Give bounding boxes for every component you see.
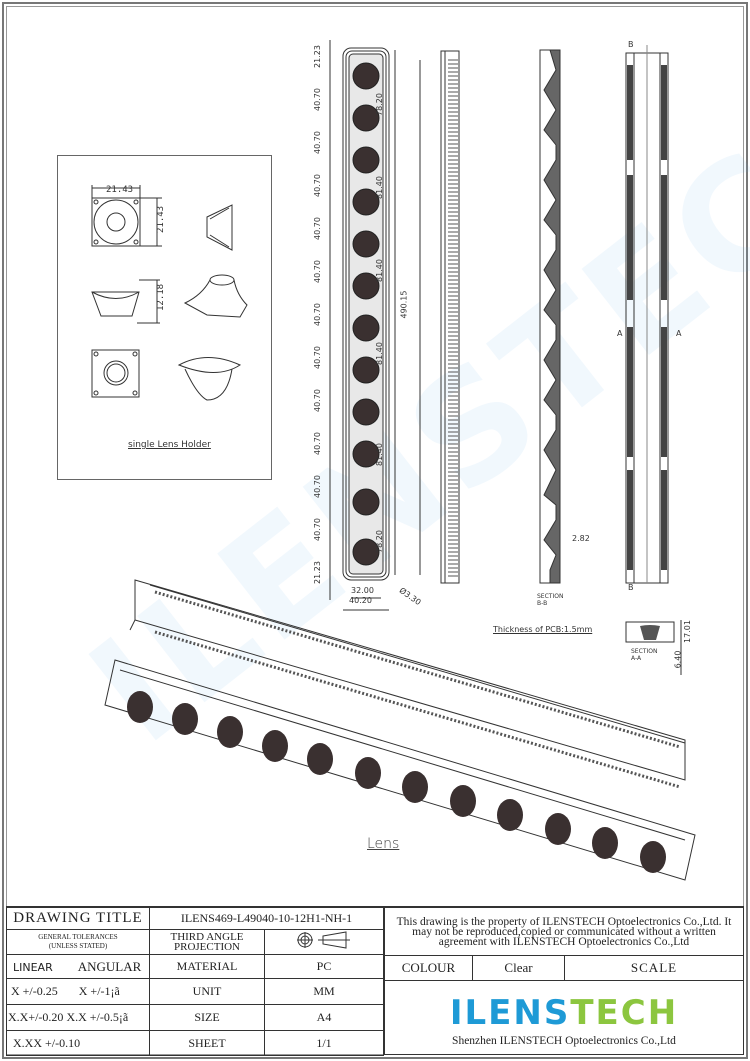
section-aa-view (625, 620, 682, 675)
unit-value: MM (264, 978, 384, 1005)
section-bb-marker-top: B (628, 40, 634, 49)
left-pitch-dim: 40.70 (312, 346, 322, 369)
section-bb-view (539, 49, 561, 584)
angular-tolerance-1: X +/-1¡ã (78, 984, 120, 998)
isometric-pcb-frame (129, 579, 686, 789)
front-view-dimensions: 21.23 40.70 40.70 40.70 40.70 40.70 40.7… (313, 40, 328, 584)
general-tolerances-line-1: GENERAL TOLERANCES (38, 933, 118, 941)
drawing-title-value: ILENS469-L49040-10-12H1-NH-1 (149, 907, 384, 930)
colour-label: COLOUR (384, 955, 473, 981)
lens-front-view (329, 40, 421, 611)
left-pitch-dim: 40.70 (312, 389, 322, 412)
linear-tolerance-2: X.X+/-0.20 (8, 1010, 64, 1024)
size-value: A4 (264, 1004, 384, 1031)
unit-label: UNIT (149, 978, 265, 1005)
single-lens-holder-panel (57, 155, 272, 480)
sheet-value: 1/1 (264, 1030, 384, 1056)
group-dim: 81.40 (374, 443, 384, 466)
angular-tolerance-2: X.X +/-0.5¡ã (66, 1010, 129, 1024)
overall-length-dim: 490.15 (399, 290, 409, 319)
single-lens-holder-views: 21.43 21.43 12.18 (91, 185, 248, 401)
lens-back-view (625, 45, 669, 584)
material-value: PC (264, 954, 384, 979)
left-pitch-dim: 40.70 (312, 432, 322, 455)
left-pitch-dim: 40.70 (312, 518, 322, 541)
tolerance-headers: LINEAR ANGULAR (6, 954, 150, 979)
logo-part-tech: TECH (570, 992, 679, 1033)
size-label: SIZE (149, 1004, 265, 1031)
left-pitch-dim: 21.23 (312, 45, 322, 68)
general-tolerances-line-2: (UNLESS STATED) (48, 942, 108, 950)
outer-width-dim: 40.20 (349, 596, 372, 605)
third-angle-projection-icon (297, 930, 350, 949)
front-view-group-dimensions: 78.20 81.40 81.40 81.40 81.40 78.20 (374, 40, 388, 580)
section-aa-label-1: SECTION (631, 648, 658, 655)
left-pitch-dim: 40.70 (312, 303, 322, 326)
pcb-thickness-note: Thickness of PCB:1.5mm (493, 625, 593, 634)
single-lens-holder-caption: single Lens Holder (128, 440, 211, 450)
projection-line-1: THIRD ANGLE (170, 931, 244, 943)
inner-width-dim: 32.00 (351, 586, 374, 595)
section-aa-marker-right: A (676, 329, 682, 338)
left-pitch-dim: 40.70 (312, 217, 322, 240)
left-pitch-dim: 40.70 (312, 174, 322, 197)
holder-depth-dim: 21.43 (156, 206, 166, 233)
sheet-label: SHEET (149, 1030, 265, 1056)
section-bb-label-1: SECTION (537, 593, 564, 600)
drawing-title-label: DRAWING TITLE (6, 907, 150, 930)
projection-line-2: PROJECTION (173, 941, 240, 953)
logo-part-ilens: ILENS (449, 992, 571, 1033)
linear-tolerance-3: X.XX +/-0.10 (13, 1035, 81, 1050)
group-dim: 78.20 (374, 530, 384, 553)
left-pitch-dim: 40.70 (312, 131, 322, 154)
scale-label: SCALE (564, 955, 744, 981)
title-block: DRAWING TITLE ILENS469-L49040-10-12H1-NH… (6, 906, 744, 1056)
section-aa-marker-left: A (617, 329, 623, 338)
angular-label: ANGULAR (77, 958, 142, 974)
section-bb-thickness-dim: 2.82 (572, 534, 590, 543)
linear-tolerance-1: X +/-0.25 (11, 984, 58, 998)
isometric-lens-strip (104, 659, 696, 881)
ilenstech-logo: ILENSTECH (385, 993, 743, 1033)
lens-side-view (440, 50, 460, 584)
projection-symbol (264, 929, 384, 955)
tolerance-row-2: X.X+/-0.20 X.X +/-0.5¡ã (6, 1004, 150, 1031)
section-aa-label-2: A-A (631, 655, 642, 662)
property-notice: This drawing is the property of ILENSTEC… (384, 907, 744, 956)
section-bb-label-2: B-B (537, 600, 548, 607)
holder-height-dim: 12.18 (156, 284, 166, 311)
group-dim: 81.40 (374, 342, 384, 365)
group-dim: 78.20 (374, 93, 384, 116)
left-pitch-dim: 40.70 (312, 475, 322, 498)
group-dim: 81.40 (374, 176, 384, 199)
tolerance-row-3: X.XX +/-0.10 (6, 1030, 150, 1056)
lens-caption: Lens (367, 836, 400, 852)
section-bb-marker-bottom: B (628, 583, 634, 592)
linear-label: LINEAR (13, 960, 53, 974)
company-name: Shenzhen ILENSTECH Optoelectronics Co.,L… (452, 1034, 676, 1047)
group-dim: 81.40 (374, 259, 384, 282)
projection-label: THIRD ANGLE PROJECTION (149, 929, 265, 955)
tolerance-row-1: X +/-0.25 X +/-1¡ã (6, 978, 150, 1005)
lens-cavities (352, 62, 380, 566)
left-pitch-dim: 40.70 (312, 260, 322, 283)
holder-width-dim: 21.43 (106, 185, 133, 195)
colour-value: Clear (472, 955, 565, 981)
left-pitch-dim: 40.70 (312, 88, 322, 111)
general-tolerances: GENERAL TOLERANCES (UNLESS STATED) (6, 929, 150, 955)
company-logo-cell: ILENSTECH Shenzhen ILENSTECH Optoelectro… (384, 980, 744, 1055)
material-label: MATERIAL (149, 954, 265, 979)
